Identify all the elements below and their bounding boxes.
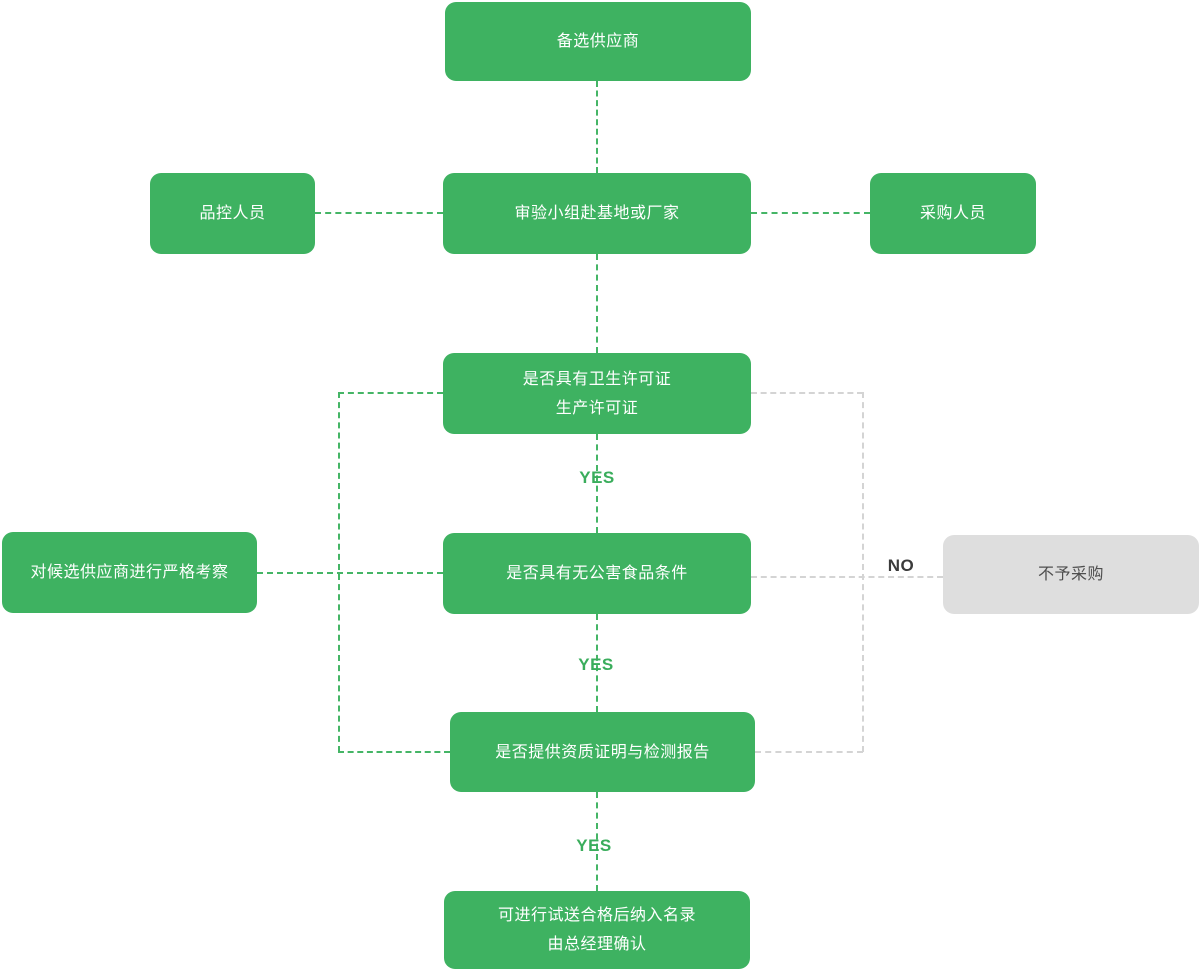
- connector-candidate-to-inspection: [596, 81, 598, 173]
- edge-label-yes-3: YES: [576, 836, 612, 855]
- connector-qc-to-inspection: [315, 212, 443, 214]
- node-no-purchase-label: 不予采购: [1037, 566, 1104, 583]
- connector-inspection-to-license: [596, 254, 598, 353]
- node-qualification-test-report: 是否提供资质证明与检测报告: [450, 712, 755, 792]
- node-hygiene-production-license-line2: 生产许可证: [555, 399, 639, 417]
- edge-label-no: NO: [887, 556, 915, 575]
- connector-no-to-nopurchase: [751, 576, 943, 578]
- connector-review-to-pollutionfree: [257, 572, 443, 574]
- node-pollution-free-condition-label: 是否具有无公害食品条件: [506, 565, 688, 582]
- connector-loop-right-side: [862, 392, 864, 752]
- connector-loop-left-top: [338, 392, 443, 394]
- edge-label-yes-2: YES: [578, 655, 614, 674]
- node-strict-review-label: 对候选供应商进行严格考察: [30, 564, 229, 581]
- node-candidate-supplier-label: 备选供应商: [556, 33, 640, 50]
- node-trial-delivery-confirm-line1: 可进行试送合格后纳入名录: [497, 907, 696, 924]
- node-purchasing-staff: 采购人员: [870, 173, 1036, 254]
- connector-report-to-trial: [596, 792, 598, 891]
- connector-loop-right-top: [751, 392, 863, 394]
- node-trial-delivery-confirm-line2: 由总经理确认: [547, 936, 647, 953]
- node-inspection-team-label: 审验小组赴基地或厂家: [514, 205, 680, 222]
- connector-license-to-pollutionfree: [596, 434, 598, 533]
- connector-loop-left-bottom: [338, 751, 450, 753]
- node-hygiene-production-license-line1: 是否具有卫生许可证: [522, 370, 672, 388]
- node-strict-review: 对候选供应商进行严格考察: [2, 532, 257, 613]
- node-quality-control-staff: 品控人员: [150, 173, 315, 254]
- edge-label-yes-1: YES: [579, 468, 615, 487]
- node-trial-delivery-confirm: 可进行试送合格后纳入名录 由总经理确认: [444, 891, 750, 969]
- node-no-purchase: 不予采购: [943, 535, 1199, 614]
- node-hygiene-production-license: 是否具有卫生许可证 生产许可证: [443, 353, 751, 434]
- node-purchasing-staff-label: 采购人员: [919, 205, 986, 222]
- node-qualification-test-report-label: 是否提供资质证明与检测报告: [495, 743, 710, 761]
- connector-loop-right-bottom: [755, 751, 863, 753]
- node-inspection-team: 审验小组赴基地或厂家: [443, 173, 751, 254]
- node-quality-control-staff-label: 品控人员: [199, 205, 266, 222]
- node-candidate-supplier: 备选供应商: [445, 2, 751, 81]
- node-pollution-free-condition: 是否具有无公害食品条件: [443, 533, 751, 614]
- connector-inspection-to-purchasing: [751, 212, 870, 214]
- connector-pollutionfree-to-report: [596, 614, 598, 712]
- connector-loop-left-side: [338, 392, 340, 752]
